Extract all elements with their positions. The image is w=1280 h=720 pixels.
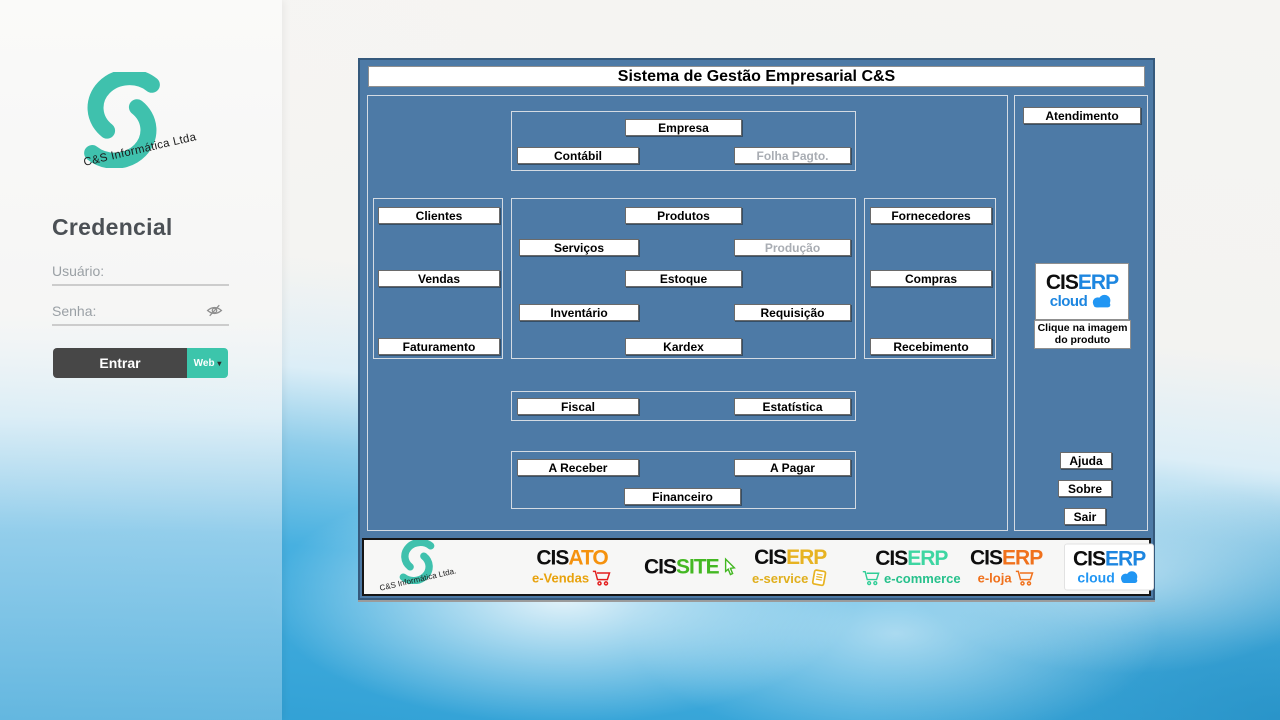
chevron-down-icon: ▾ xyxy=(217,358,222,368)
contabil-button[interactable]: Contábil xyxy=(517,147,639,164)
cloud-icon xyxy=(1090,294,1114,309)
group-produtos: Produtos Serviços Produção Estoque Inven… xyxy=(511,198,856,359)
blue-cloud-icon xyxy=(1118,571,1141,585)
ciserp-ecommerce-logo[interactable]: CISERP e-commerce xyxy=(862,548,961,586)
products-logo-bar: C&S Informática Ltda. CISATO e-Vendas CI… xyxy=(362,538,1155,596)
kardex-button[interactable]: Kardex xyxy=(625,338,742,355)
cisato-cis: CIS xyxy=(536,546,569,570)
producao-button: Produção xyxy=(734,239,851,256)
ciserp-cloud-logo[interactable]: CISERP cloud xyxy=(1064,543,1155,591)
web-mode-dropdown[interactable]: Web ▾ xyxy=(187,348,228,378)
eservice-erp: ERP xyxy=(786,546,827,569)
cissite-logo[interactable]: CISSITE xyxy=(644,557,737,578)
recebimento-button[interactable]: Recebimento xyxy=(870,338,992,355)
compras-button[interactable]: Compras xyxy=(870,270,992,287)
group-fiscal: Fiscal Estatística xyxy=(511,391,856,421)
ecommerce-sub: commerce xyxy=(895,570,961,586)
window-title: Sistema de Gestão Empresarial C&S xyxy=(368,66,1145,87)
group-fornecedores: Fornecedores Compras Recebimento xyxy=(864,198,996,359)
produtos-button[interactable]: Produtos xyxy=(625,207,742,224)
cloud-sub: cloud xyxy=(1077,569,1115,586)
eservice-sub: e-service xyxy=(752,570,809,586)
a-pagar-button[interactable]: A Pagar xyxy=(734,459,851,476)
sobre-button[interactable]: Sobre xyxy=(1058,480,1112,497)
ciserp-eservice-logo[interactable]: CISERP e-service xyxy=(752,547,828,587)
ciserp-eloja-logo[interactable]: CISERP e-loja xyxy=(970,546,1043,587)
empresa-button[interactable]: Empresa xyxy=(625,119,742,136)
show-password-eye-icon[interactable] xyxy=(206,303,223,318)
financeiro-button[interactable]: Financeiro xyxy=(624,488,741,505)
group-clientes: Clientes Vendas Faturamento xyxy=(373,198,503,359)
fornecedores-button[interactable]: Fornecedores xyxy=(870,207,992,224)
folha-pagto-button: Folha Pagto. xyxy=(734,147,851,164)
entrar-button[interactable]: Entrar xyxy=(53,348,187,378)
eloja-erp: ERP xyxy=(1002,546,1043,570)
orange-cart-icon xyxy=(1015,570,1035,587)
green-cart-icon xyxy=(862,570,881,586)
faturamento-button[interactable]: Faturamento xyxy=(378,338,500,355)
ajuda-button[interactable]: Ajuda xyxy=(1060,452,1112,469)
atendimento-button[interactable]: Atendimento xyxy=(1023,107,1141,124)
clientes-button[interactable]: Clientes xyxy=(378,207,500,224)
inventario-button[interactable]: Inventário xyxy=(519,304,639,321)
sair-button[interactable]: Sair xyxy=(1064,508,1106,525)
servicos-button[interactable]: Serviços xyxy=(519,239,639,256)
product-erp-text: ERP xyxy=(1077,271,1119,294)
cs-informatica-logo[interactable]: C&S Informática Ltda. xyxy=(368,540,468,594)
ecommerce-cis: CIS xyxy=(875,547,908,570)
eservice-cis: CIS xyxy=(754,546,787,569)
green-cursor-icon xyxy=(724,557,736,576)
sidebar: Atendimento CISERP cloud Clique na image… xyxy=(1014,95,1148,531)
cissite-cis: CIS xyxy=(644,555,677,579)
cloud-erp: ERP xyxy=(1105,547,1146,571)
username-input[interactable] xyxy=(52,258,229,286)
cisato-evendas-logo[interactable]: CISATO e-Vendas xyxy=(532,548,612,587)
product-cis-text: CIS xyxy=(1045,271,1079,294)
requisicao-button[interactable]: Requisição xyxy=(734,304,851,321)
vendas-button[interactable]: Vendas xyxy=(378,270,500,287)
login-panel: C&S Informática Ltda Credencial Entrar W… xyxy=(0,0,282,720)
notepad-icon xyxy=(812,569,827,587)
product-cloud-text: cloud xyxy=(1049,293,1088,310)
estoque-button[interactable]: Estoque xyxy=(625,270,742,287)
password-input[interactable] xyxy=(52,298,229,326)
eloja-sub: e-loja xyxy=(977,570,1012,586)
fiscal-button[interactable]: Fiscal xyxy=(517,398,639,415)
web-mode-label: Web xyxy=(193,357,215,369)
login-title: Credencial xyxy=(52,214,173,240)
estatistica-button[interactable]: Estatística xyxy=(734,398,851,415)
cisato-sub: e-Vendas xyxy=(532,570,590,586)
cloud-cis: CIS xyxy=(1073,547,1106,571)
cissite-site: SITE xyxy=(676,555,720,579)
product-image-ciserp-cloud[interactable]: CISERP cloud xyxy=(1035,263,1129,320)
group-empresa: Empresa Contábil Folha Pagto. xyxy=(511,111,856,171)
eloja-cis: CIS xyxy=(970,546,1003,570)
ecommerce-sub-prefix: e- xyxy=(884,570,896,586)
product-caption: Clique na imagem do produto xyxy=(1034,320,1131,349)
red-cart-icon xyxy=(592,570,612,587)
erp-main-window: Sistema de Gestão Empresarial C&S Empres… xyxy=(358,58,1155,600)
modules-area: Empresa Contábil Folha Pagto. Clientes V… xyxy=(367,95,1008,531)
a-receber-button[interactable]: A Receber xyxy=(517,459,639,476)
group-financeiro: A Receber A Pagar Financeiro xyxy=(511,451,856,509)
cisato-ato: ATO xyxy=(568,546,608,570)
ecommerce-erp: ERP xyxy=(907,547,948,570)
